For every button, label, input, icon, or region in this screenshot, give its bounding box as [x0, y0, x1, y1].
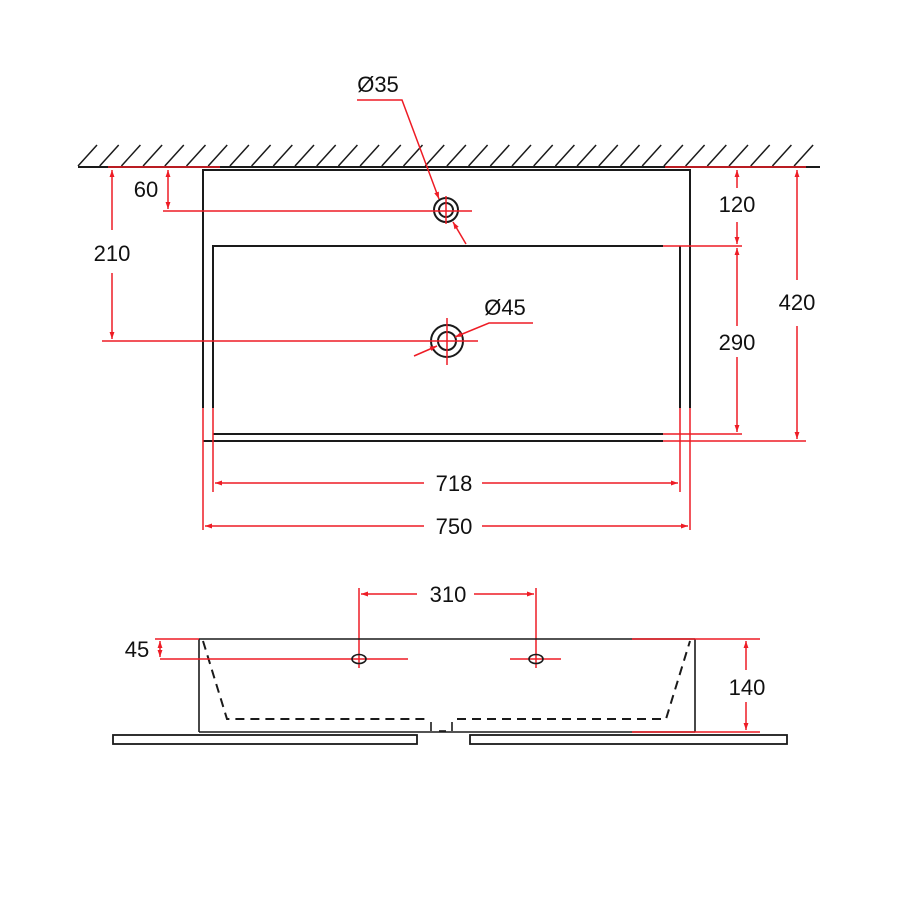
dim-bowl-width: 718: [436, 471, 473, 496]
wall-hatch: [77, 144, 820, 168]
dim-rim-depth: 120: [719, 192, 756, 217]
dim-hole-from-top: 45: [125, 637, 149, 662]
dim-total-width: 750: [436, 514, 473, 539]
dim-hole-spacing: 310: [430, 582, 467, 607]
dim-total-depth: 420: [779, 290, 816, 315]
tap-hole: [163, 99, 472, 245]
tap-hole-diameter-label: Ø35: [357, 72, 399, 97]
dim-drain-from-wall: 210: [94, 241, 131, 266]
front-view: 310 45 140: [112, 582, 788, 745]
dim-height: 140: [729, 675, 766, 700]
top-view: Ø35 Ø45 60 210 120 290 420: [77, 72, 820, 539]
front-tap-holes: [160, 653, 561, 665]
shelf-left: [112, 734, 418, 745]
basin-front-outline: [198, 638, 696, 733]
dim-bowl-depth: 290: [719, 330, 756, 355]
drain-diameter-label: Ø45: [484, 295, 526, 320]
basin-top-outline: [202, 169, 691, 442]
shelf-right: [469, 734, 788, 745]
drain-hole: [102, 318, 533, 365]
dim-tap-from-wall: 60: [134, 177, 158, 202]
